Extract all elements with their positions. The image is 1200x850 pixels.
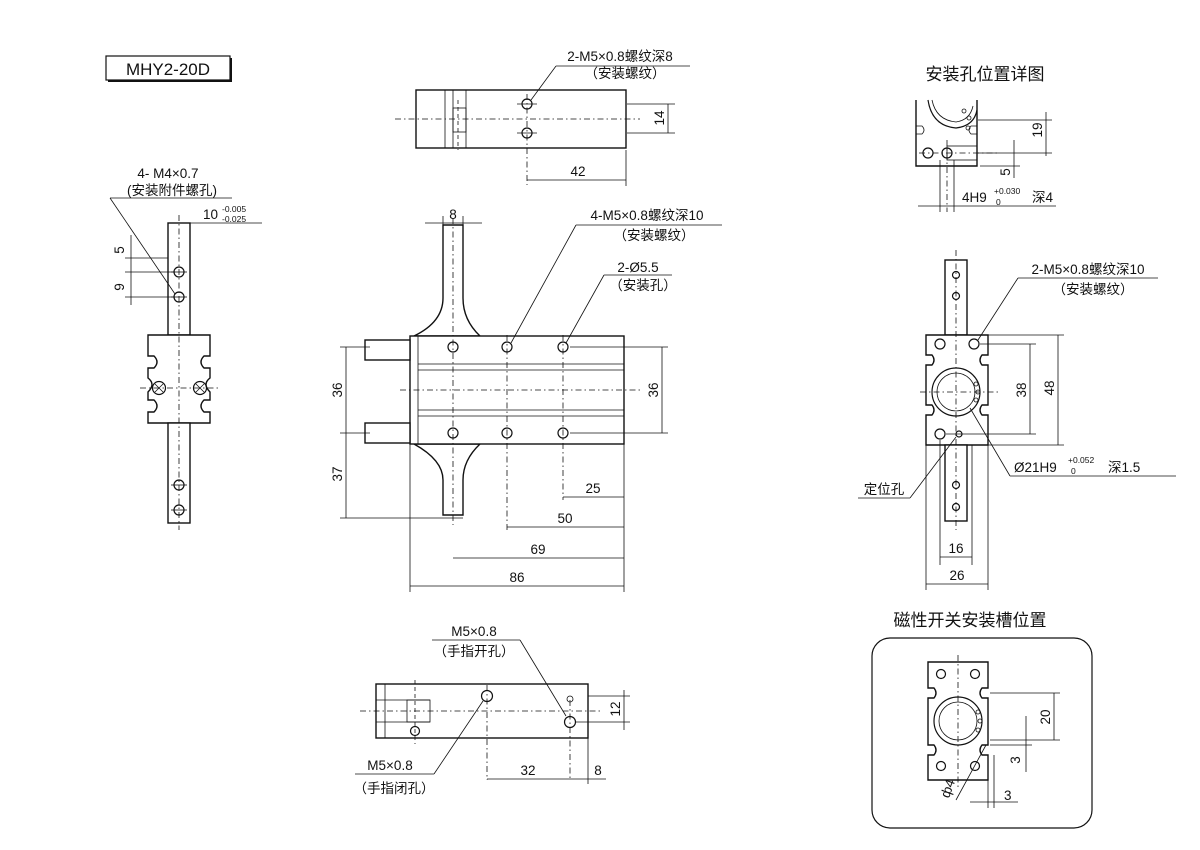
front-hole-callout-line2: （安装孔） bbox=[609, 278, 677, 293]
switch-slot-frame bbox=[871, 637, 1093, 829]
top-dim-42: 42 bbox=[570, 164, 585, 179]
top-view: 2-M5×0.8螺纹深8 （安装螺纹） 14 42 bbox=[395, 49, 690, 186]
switch-dim-3a: 3 bbox=[1008, 756, 1023, 764]
detail-dim-19: 19 bbox=[1030, 122, 1045, 137]
right-dim-38: 38 bbox=[1014, 382, 1029, 397]
attachment-screw bbox=[151, 380, 167, 396]
detail-hole-base: 4H9 bbox=[962, 190, 987, 205]
front-dim-86: 86 bbox=[509, 570, 524, 585]
switch-dim-20: 20 bbox=[1038, 709, 1053, 724]
front-thread-callout-line1: 4-M5×0.8螺纹深10 bbox=[591, 208, 704, 223]
attachment-screw bbox=[192, 380, 208, 396]
right-dim-48: 48 bbox=[1042, 380, 1057, 395]
left-tol-lower: -0.025 bbox=[222, 214, 246, 224]
front-dim-69: 69 bbox=[530, 542, 545, 557]
top-dim-14: 14 bbox=[652, 110, 667, 126]
switch-slot-view: 磁性开关安装槽位置 20 3 ф4 3 bbox=[871, 611, 1093, 829]
front-dim-36-right: 36 bbox=[646, 382, 661, 397]
detail-title: 安装孔位置详图 bbox=[926, 65, 1045, 84]
bore-depth: 深1.5 bbox=[1108, 460, 1140, 475]
model-title-box: MHY2-20D bbox=[105, 55, 232, 82]
left-callout-line1: 4- M4×0.7 bbox=[137, 166, 198, 181]
left-dim-9: 9 bbox=[112, 283, 127, 291]
bottom-dim-8: 8 bbox=[594, 763, 602, 778]
bottom-close-line2: （手指闭孔） bbox=[354, 781, 435, 796]
bore-base: Ø21H9 bbox=[1014, 460, 1057, 475]
left-tol-upper: -0.005 bbox=[222, 204, 246, 214]
bore-upper: +0.052 bbox=[1068, 455, 1095, 465]
front-dim-25: 25 bbox=[585, 481, 600, 496]
bottom-view: M5×0.8 （手指开孔） M5×0.8 （手指闭孔） 12 32 8 bbox=[354, 624, 630, 796]
detail-hole-depth: 深4 bbox=[1032, 190, 1054, 205]
switch-slot-title: 磁性开关安装槽位置 bbox=[894, 611, 1047, 630]
bottom-close-line1: M5×0.8 bbox=[367, 758, 412, 773]
bottom-dim-12: 12 bbox=[608, 701, 623, 716]
front-dim-8: 8 bbox=[449, 207, 457, 222]
front-hole-callout-line1: 2-Ø5.5 bbox=[617, 260, 658, 275]
top-callout-line2: （安装螺纹） bbox=[585, 66, 666, 81]
front-dim-37: 37 bbox=[330, 466, 345, 481]
detail-hole-upper: +0.030 bbox=[994, 186, 1021, 196]
switch-dim-phi4: ф4 bbox=[938, 777, 959, 800]
detail-hole-lower: 0 bbox=[996, 197, 1001, 207]
right-dim-16: 16 bbox=[948, 541, 963, 556]
model-title: MHY2-20D bbox=[126, 60, 210, 79]
bottom-open-line1: M5×0.8 bbox=[451, 624, 496, 639]
locating-hole-label: 定位孔 bbox=[864, 482, 905, 497]
right-dim-26: 26 bbox=[949, 568, 964, 583]
front-view: 8 4-M5×0.8螺纹深10 （安装螺纹） 2-Ø5.5 （安装孔） 36 3… bbox=[330, 207, 722, 592]
detail-dim-5: 5 bbox=[998, 168, 1013, 176]
left-callout-line2: (安装附件螺孔) bbox=[127, 183, 217, 198]
bottom-open-line2: （手指开孔） bbox=[434, 644, 515, 659]
top-callout-line1: 2-M5×0.8螺纹深8 bbox=[567, 49, 672, 64]
right-callout-line2: （安装螺纹） bbox=[1053, 282, 1134, 297]
left-tol-base: 10 bbox=[203, 207, 218, 222]
left-dim-5: 5 bbox=[112, 246, 127, 254]
bore-lower: 0 bbox=[1071, 466, 1076, 476]
mount-hole-detail-view: 安装孔位置详图 19 5 4H9 +0.030 0 深4 bbox=[915, 65, 1056, 212]
front-thread-callout-line2: （安装螺纹） bbox=[614, 228, 695, 243]
bottom-dim-32: 32 bbox=[520, 763, 535, 778]
left-view: 4- M4×0.7 (安装附件螺孔) 10 -0.005 -0.025 5 9 bbox=[109, 166, 262, 530]
right-view: 2-M5×0.8螺纹深10 （安装螺纹） 38 48 定位孔 Ø21H9 +0.… bbox=[858, 250, 1176, 590]
switch-dim-3b: 3 bbox=[1004, 788, 1012, 803]
front-dim-50: 50 bbox=[557, 511, 572, 526]
right-callout-line1: 2-M5×0.8螺纹深10 bbox=[1032, 262, 1145, 277]
front-dim-36-left: 36 bbox=[330, 382, 345, 397]
